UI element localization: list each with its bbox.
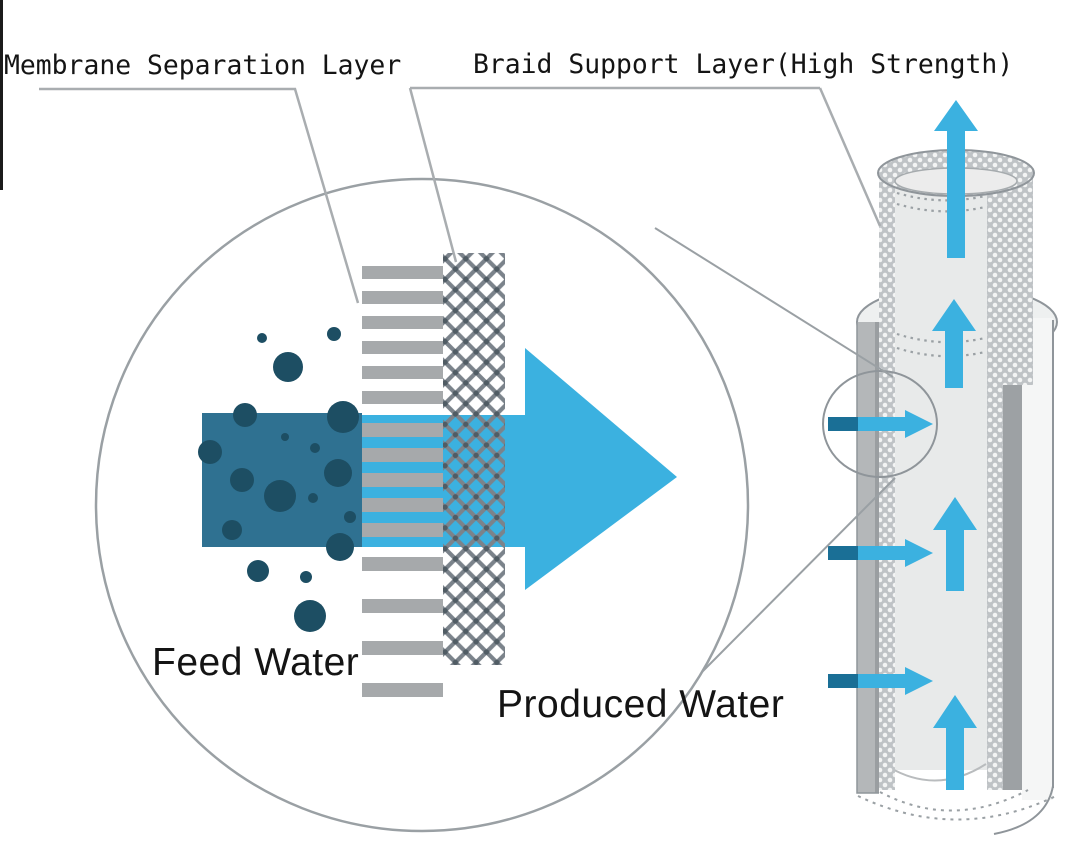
inflow-arrow-2 bbox=[828, 539, 933, 567]
particle bbox=[198, 440, 222, 464]
outer-wall-bottom-curve bbox=[993, 785, 1054, 835]
braid-layer-label: Braid Support Layer(High Strength) bbox=[473, 49, 1013, 80]
membrane-stripe bbox=[362, 641, 443, 655]
particle bbox=[294, 600, 326, 632]
inflow-arrow-1 bbox=[828, 410, 933, 438]
connector-lower bbox=[701, 477, 896, 673]
braid-lattice-column bbox=[443, 253, 505, 665]
membrane-stripe bbox=[362, 423, 443, 437]
produced-water-label: Produced Water bbox=[497, 683, 784, 726]
braid-leader-to-lattice bbox=[408, 87, 458, 263]
up-arrow-2 bbox=[933, 497, 977, 591]
braid-sleeve-right-strip bbox=[987, 168, 1003, 790]
membrane-stripe-column bbox=[362, 266, 443, 697]
upward-flow-arrows bbox=[932, 100, 978, 790]
feed-water-label: Feed Water bbox=[152, 641, 359, 684]
particle bbox=[308, 493, 318, 503]
membrane-layer-label: Membrane Separation Layer bbox=[4, 50, 401, 81]
callout-connector-lines bbox=[654, 227, 896, 673]
membrane-stripe bbox=[362, 366, 443, 379]
membrane-stripe bbox=[362, 523, 443, 537]
braid-sleeve-left-strip bbox=[879, 168, 895, 790]
inflow-arrows bbox=[828, 410, 933, 695]
particle bbox=[273, 352, 303, 382]
magnifier-circle bbox=[94, 177, 750, 833]
connector-upper bbox=[654, 227, 894, 378]
particle bbox=[310, 443, 320, 453]
particle bbox=[344, 511, 356, 523]
produced-water-arrow bbox=[362, 348, 677, 590]
magnified-cross-section bbox=[94, 177, 750, 833]
braid-sleeve-outer-surface bbox=[1003, 173, 1033, 385]
braid-leader-to-sleeve bbox=[818, 87, 882, 227]
up-arrow-1 bbox=[932, 299, 976, 388]
particle bbox=[281, 433, 289, 441]
membrane-stripe bbox=[362, 599, 443, 613]
membrane-stripe bbox=[362, 683, 443, 697]
inflow-arrow-3 bbox=[828, 667, 933, 695]
particle bbox=[324, 459, 352, 487]
particle bbox=[264, 480, 296, 512]
feed-particles bbox=[198, 327, 359, 632]
label-leader-lines bbox=[39, 86, 882, 304]
particle bbox=[257, 333, 267, 343]
particle bbox=[222, 520, 242, 540]
particle bbox=[327, 327, 341, 341]
membrane-stripe bbox=[362, 291, 443, 304]
membrane-stripe bbox=[362, 266, 443, 279]
particle bbox=[247, 560, 269, 582]
outer-wall-right bbox=[1022, 318, 1053, 800]
membrane-stripe bbox=[362, 498, 443, 512]
membrane-leader-line bbox=[39, 87, 360, 304]
membrane-wall-cut-right bbox=[1003, 385, 1022, 790]
membrane-stripe bbox=[362, 341, 443, 354]
detail-callout-circle bbox=[822, 370, 938, 478]
hollow-fiber-tube bbox=[822, 100, 1058, 835]
membrane-stripe bbox=[362, 391, 443, 404]
membrane-stripe bbox=[362, 473, 443, 487]
membrane-wall-outline bbox=[856, 322, 879, 794]
particle bbox=[233, 403, 257, 427]
arrow-head bbox=[525, 348, 677, 590]
particle bbox=[326, 533, 354, 561]
membrane-stripe bbox=[362, 557, 443, 571]
particle bbox=[230, 468, 254, 492]
image-edge-line bbox=[0, 0, 3, 190]
membrane-stripe bbox=[362, 316, 443, 329]
particle bbox=[300, 571, 312, 583]
bottom-dashed-rims bbox=[857, 789, 1057, 821]
membrane-stripe bbox=[362, 448, 443, 462]
lumen-dotted-bands bbox=[896, 191, 986, 358]
particle bbox=[327, 401, 359, 433]
up-arrow-3 bbox=[933, 695, 977, 790]
up-arrow-top bbox=[934, 100, 978, 258]
